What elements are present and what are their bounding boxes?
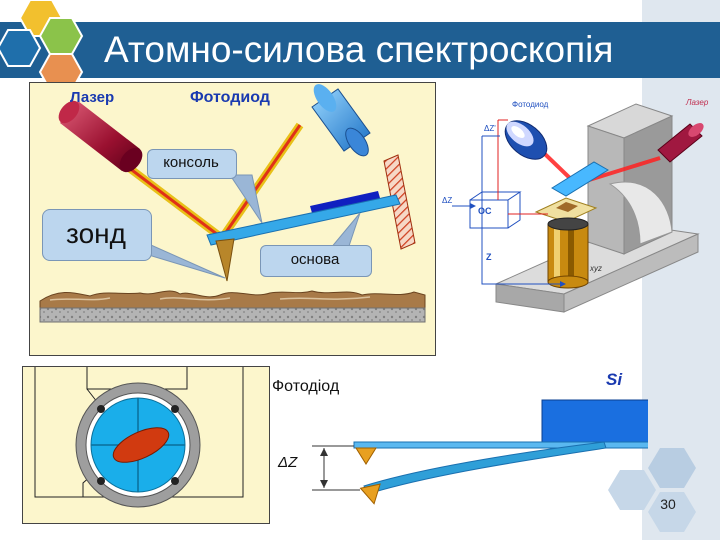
cantilever (206, 194, 401, 246)
deflection-drawing (312, 399, 648, 505)
piezo-scanner (547, 217, 589, 289)
pin-bottom-left (97, 477, 105, 485)
laser-source (58, 100, 143, 173)
si-chip (541, 399, 648, 443)
hexagon-orange (38, 53, 84, 90)
probe-callout-pointer (141, 240, 226, 279)
page-number: 30 (660, 496, 676, 512)
probe-callout (42, 209, 152, 261)
probe-tip (215, 238, 235, 282)
quadrant-photodiode-figure (22, 366, 270, 524)
hexagon-light-1 (648, 448, 696, 488)
pin-top-right (171, 405, 179, 413)
feedback-label: ОС (478, 206, 492, 216)
tip-bent (359, 483, 381, 505)
laser-label: Лазер (70, 89, 115, 106)
hexagon-green (38, 17, 84, 55)
scanner-label: xyz (590, 264, 602, 273)
title-bar (0, 22, 720, 78)
hexagon-light-3 (648, 492, 696, 532)
photodiode-sensor (311, 84, 371, 157)
setup-laser (657, 123, 704, 163)
slide-title: Атомно-силова спектроскопія (104, 29, 614, 70)
base-callout (260, 245, 372, 277)
tip-straight (355, 447, 377, 465)
base-callout-text: основа (290, 251, 340, 268)
laser-spot (112, 427, 170, 463)
hexagon-decor-top (0, 0, 84, 90)
setup-cantilever (551, 161, 609, 197)
pin-bottom-right (171, 477, 179, 485)
quadrant-photodiode-drawing (34, 367, 244, 508)
setup-z-label: Z (486, 252, 492, 262)
photodiode-label: Фотодиод (190, 89, 270, 106)
sample-surface (39, 290, 426, 309)
delta-z-prime-label: ΔZ' (484, 124, 496, 133)
afm-setup-drawing (452, 103, 704, 313)
hexagon-blue (0, 29, 42, 67)
probe-callout-text: зонд (66, 218, 126, 249)
setup-laser-label: Лазер (686, 98, 709, 107)
afm-principle-drawing (39, 84, 426, 323)
cantilever-callout (147, 149, 237, 179)
bottom-photodiode-label: Фотодіод (272, 378, 340, 395)
z-arrow-line (481, 136, 560, 285)
afm-setup-figure: Фотодиод Лазер ΔZ' ΔZ ОС Z xyz (440, 84, 720, 334)
setup-photodiode (504, 120, 548, 160)
cantilever-callout-pointer (229, 174, 263, 224)
setup-photodiode-label: Фотодиод (512, 100, 549, 109)
setup-delta-z-label: ΔZ (442, 196, 453, 205)
hexagon-decor-bottom (608, 448, 696, 532)
si-label: Si (606, 370, 623, 389)
pin-top-left (97, 405, 105, 413)
cantilever-bent (363, 441, 607, 495)
bottom-delta-z-label: ΔZ (278, 454, 298, 471)
afm-principle-figure: консоль зонд основа Лазер Фотодиод (29, 82, 436, 356)
deflection-figure: Фотодіод Si ΔZ (268, 366, 648, 526)
hexagon-light-2 (608, 470, 656, 510)
substrate (39, 307, 426, 323)
cantilever-callout-text: консоль (163, 154, 219, 171)
cantilever-straight (353, 441, 648, 449)
